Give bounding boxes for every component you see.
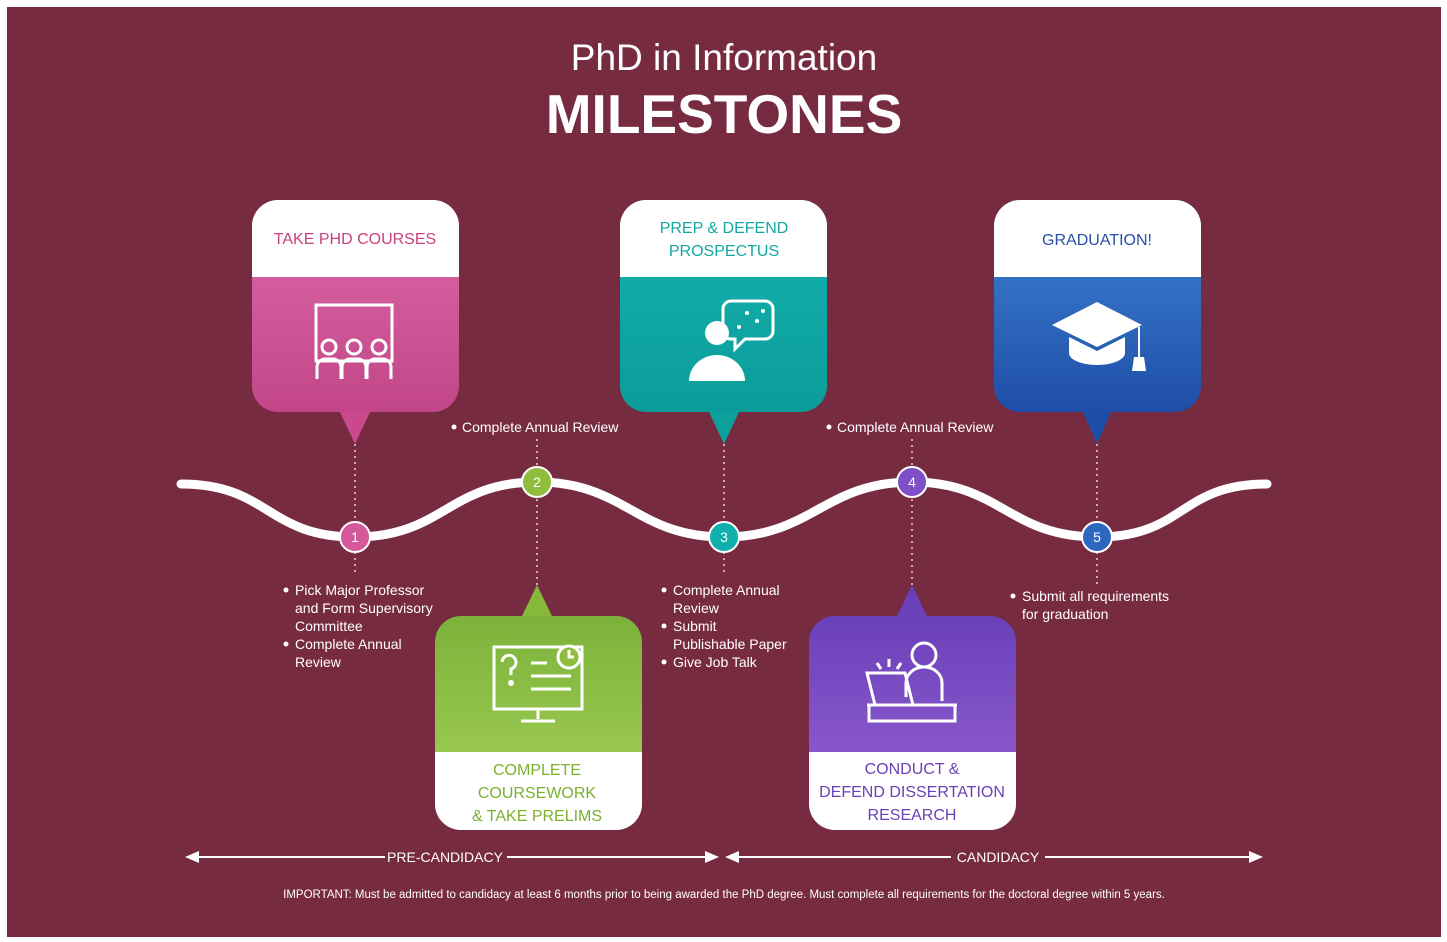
note-line: Complete Annual Review [462, 419, 619, 435]
card-title: & TAKE PRELIMS [472, 808, 602, 825]
card-title: PREP & DEFEND [660, 220, 789, 237]
infographic-canvas: PhD in Information MILESTONES 1 2 3 4 5 [7, 7, 1441, 937]
note-line: Review [673, 600, 720, 616]
phase-label: CANDIDACY [957, 849, 1040, 865]
title-line-2: MILESTONES [546, 83, 903, 145]
note-line: Publishable Paper [673, 636, 787, 652]
card-title: RESEARCH [868, 807, 957, 824]
card-take-phd-courses: TAKE PHD COURSES [252, 200, 459, 444]
milestone-5: 5 [1081, 521, 1113, 553]
card-conduct-defend-dissertation: CONDUCT & DEFEND DISSERTATION RESEARCH [809, 585, 1016, 830]
note-line: Submit [673, 618, 717, 634]
classroom-icon [314, 303, 394, 379]
notes-milestone-3: Complete Annual Review Submit Publishabl… [661, 582, 787, 670]
note-line: Committee [295, 618, 363, 634]
milestone-number: 4 [908, 474, 916, 490]
phase-label: PRE-CANDIDACY [387, 849, 504, 865]
card-title: COMPLETE [493, 762, 581, 779]
title-line-1: PhD in Information [571, 37, 877, 78]
card-title: COURSEWORK [478, 785, 597, 802]
card-complete-coursework: COMPLETE COURSEWORK & TAKE PRELIMS [435, 585, 642, 830]
note-line: and Form Supervisory [295, 600, 433, 616]
dotted-connectors [354, 439, 1098, 592]
notes-milestone-4: Complete Annual Review [826, 419, 994, 435]
note-line: Complete Annual Review [837, 419, 994, 435]
presenter-speech-icon [689, 299, 775, 381]
notes-milestone-1: Pick Major Professor and Form Supervisor… [283, 582, 433, 670]
card-title: CONDUCT & [865, 761, 960, 778]
note-line: for graduation [1022, 606, 1108, 622]
milestone-number: 5 [1093, 529, 1101, 545]
phase-pre-candidacy: PRE-CANDIDACY [185, 849, 719, 865]
researcher-laptop-icon [865, 641, 957, 723]
card-title: TAKE PHD COURSES [274, 231, 436, 248]
milestone-number: 3 [720, 529, 728, 545]
note-line: Complete Annual [673, 582, 780, 598]
milestone-number: 1 [351, 529, 359, 545]
milestone-number: 2 [533, 474, 541, 490]
card-title: PROSPECTUS [669, 243, 779, 260]
footer-note: IMPORTANT: Must be admitted to candidacy… [283, 889, 1165, 901]
milestones-diagram: PhD in Information MILESTONES 1 2 3 4 5 [176, 37, 1272, 901]
card-title: GRADUATION! [1042, 232, 1152, 249]
quiz-monitor-icon [492, 644, 584, 723]
notes-milestone-2: Complete Annual Review [451, 419, 619, 435]
graduation-cap-icon [1052, 302, 1146, 371]
milestone-4: 4 [896, 466, 928, 498]
milestone-1: 1 [339, 521, 371, 553]
note-line: Review [295, 654, 342, 670]
note-line: Complete Annual [295, 636, 402, 652]
card-graduation: GRADUATION! [994, 200, 1201, 444]
card-title: DEFEND DISSERTATION [819, 784, 1005, 801]
note-line: Give Job Talk [673, 654, 758, 670]
milestone-3: 3 [708, 521, 740, 553]
phase-candidacy: CANDIDACY [725, 849, 1263, 865]
note-line: Pick Major Professor [295, 582, 424, 598]
milestone-2: 2 [521, 466, 553, 498]
note-line: Submit all requirements [1022, 588, 1169, 604]
notes-milestone-5: Submit all requirements for graduation [1010, 588, 1169, 622]
card-prep-defend-prospectus: PREP & DEFEND PROSPECTUS [620, 200, 827, 444]
